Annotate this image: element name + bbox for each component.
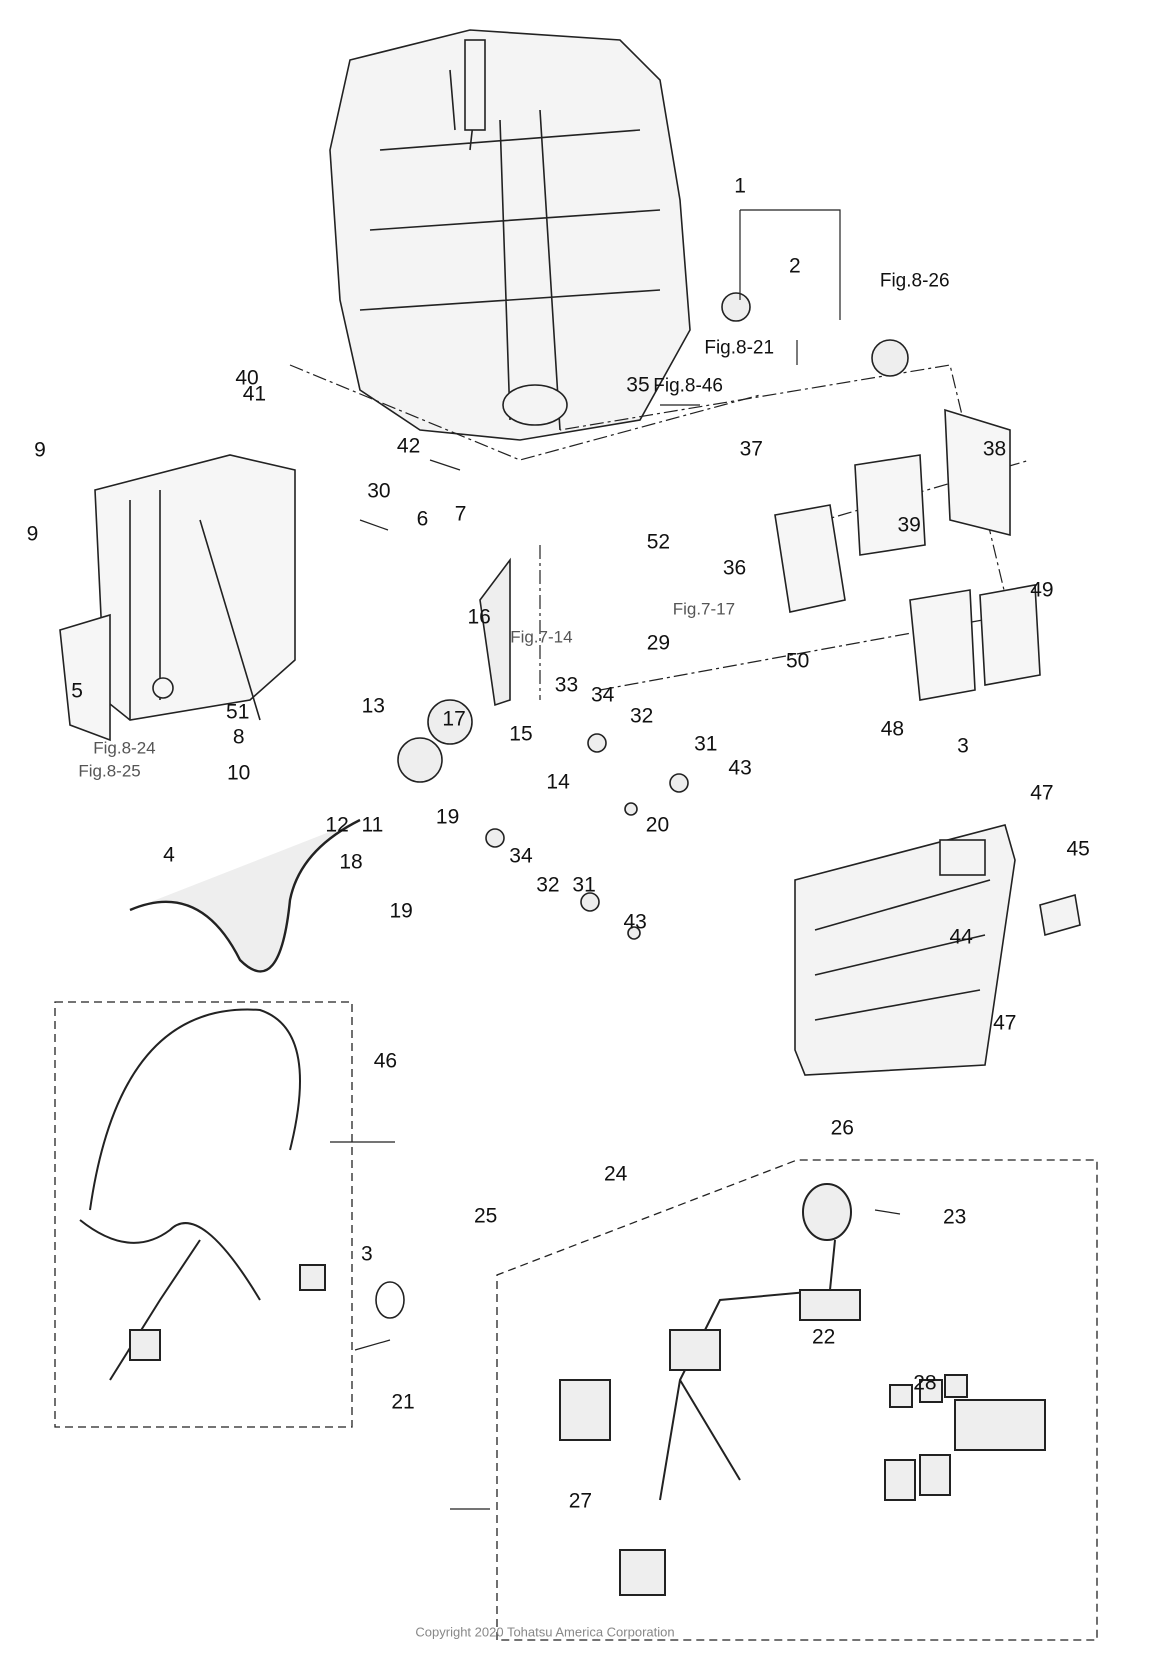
figure-ref: Fig.8-24	[93, 738, 156, 758]
callout-19: 19	[389, 899, 413, 923]
callout-4: 4	[163, 843, 175, 867]
leader-lines	[330, 209, 901, 1510]
callout-20: 20	[645, 813, 670, 837]
electrical-cover	[794, 824, 1081, 1076]
callout-48: 48	[880, 717, 905, 741]
callout-23: 23	[942, 1205, 967, 1229]
callout-3: 3	[957, 734, 969, 758]
callout-13: 13	[361, 694, 385, 718]
callout-9: 9	[34, 438, 46, 462]
callout-39: 39	[897, 513, 921, 537]
callout-30: 30	[367, 479, 391, 503]
callout-25: 25	[473, 1204, 498, 1228]
sub-harness-group-box	[496, 1159, 1098, 1641]
figure-ref: Fig.8-46	[653, 375, 723, 397]
callout-17: 17	[442, 707, 466, 731]
callout-47: 47	[993, 1011, 1017, 1035]
callout-21: 21	[391, 1390, 415, 1414]
callout-31: 31	[572, 873, 596, 897]
callout-5: 5	[71, 679, 83, 703]
callout-33: 33	[554, 673, 579, 697]
callout-22: 22	[812, 1325, 836, 1349]
callout-18: 18	[339, 850, 363, 874]
callout-10: 10	[226, 761, 251, 785]
callout-42: 42	[396, 434, 421, 458]
callout-47: 47	[1030, 781, 1054, 805]
harness-group-box	[54, 1001, 353, 1428]
callout-45: 45	[1066, 837, 1090, 861]
sub-wire-harness	[559, 1183, 1046, 1596]
callout-8: 8	[232, 725, 245, 749]
callout-38: 38	[982, 437, 1007, 461]
callout-26: 26	[830, 1116, 854, 1140]
callout-29: 29	[646, 631, 671, 655]
callout-11: 11	[361, 813, 384, 837]
callout-35: 35	[626, 373, 650, 397]
callout-43: 43	[623, 910, 647, 934]
copyright-notice: Copyright 2020 Tohatsu America Corporati…	[415, 1624, 675, 1640]
callout-31: 31	[694, 732, 718, 756]
callout-41: 41	[242, 382, 267, 406]
callout-32: 32	[536, 873, 560, 897]
figure-ref: Fig.8-25	[78, 761, 141, 781]
ecu-module	[774, 408, 1041, 701]
callout-2: 2	[789, 254, 801, 278]
callout-37: 37	[739, 437, 763, 461]
bracket-assembly	[59, 454, 296, 742]
callout-36: 36	[722, 556, 747, 580]
callout-3: 3	[360, 1242, 373, 1266]
figure-ref: Fig.8-21	[704, 337, 775, 359]
callout-6: 6	[416, 507, 429, 531]
callout-44: 44	[949, 925, 973, 949]
main-wire-harness	[79, 1008, 326, 1381]
callout-19: 19	[435, 805, 460, 829]
callout-28: 28	[913, 1371, 937, 1395]
callout-1: 1	[734, 174, 746, 198]
callout-34: 34	[590, 683, 615, 707]
callout-52: 52	[646, 530, 671, 554]
callout-16: 16	[467, 605, 491, 629]
callout-46: 46	[373, 1049, 398, 1073]
callout-24: 24	[603, 1162, 628, 1186]
callout-40: 40	[235, 366, 259, 390]
callout-34: 34	[509, 844, 533, 868]
callout-32: 32	[629, 704, 654, 728]
callout-12: 12	[325, 813, 349, 837]
figure-ref: Fig.7-14	[510, 627, 573, 647]
small-parts	[129, 292, 909, 973]
callout-9: 9	[26, 522, 39, 546]
callout-43: 43	[728, 756, 752, 780]
clamp-part	[375, 1281, 405, 1319]
callout-51: 51	[226, 700, 250, 724]
callout-14: 14	[546, 770, 570, 794]
callout-50: 50	[786, 649, 810, 673]
callout-15: 15	[509, 722, 533, 746]
figure-ref: Fig.7-17	[672, 599, 736, 619]
figure-ref: Fig.8-26	[879, 270, 950, 291]
callout-49: 49	[1030, 578, 1054, 602]
callout-7: 7	[454, 502, 467, 526]
callout-27: 27	[568, 1489, 593, 1513]
engine-block	[329, 29, 691, 441]
